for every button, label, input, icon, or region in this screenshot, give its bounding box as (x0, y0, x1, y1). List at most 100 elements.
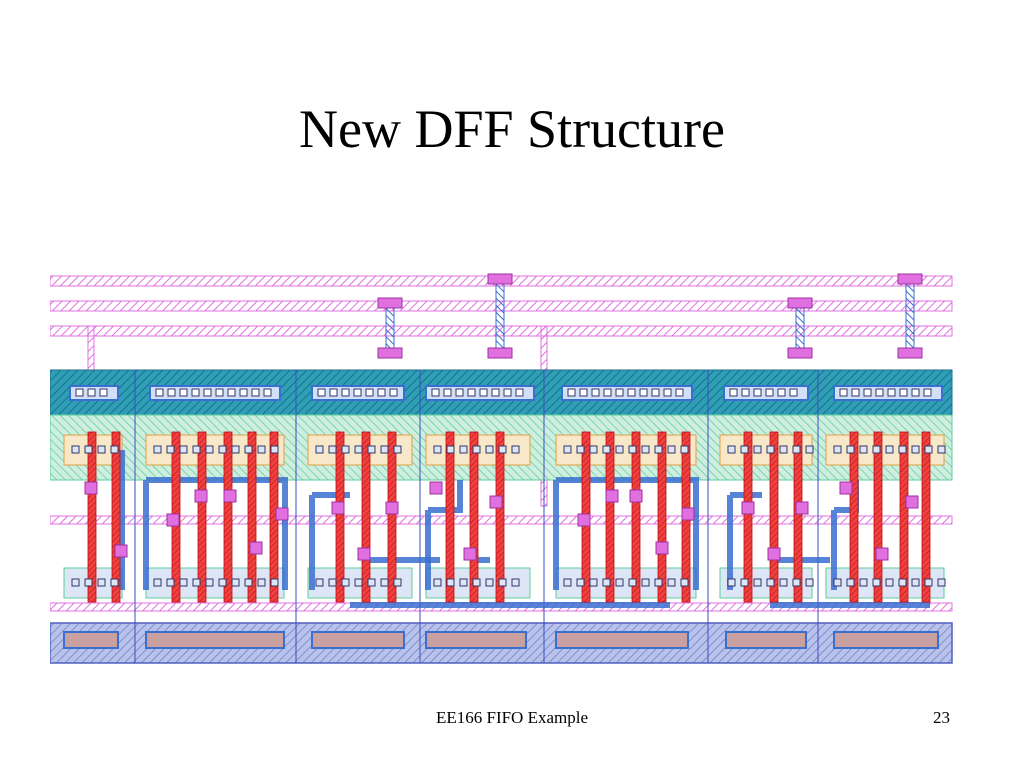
contact (315, 445, 324, 454)
contact (479, 388, 488, 397)
poly-gate (87, 431, 97, 603)
contact (433, 445, 442, 454)
contact (654, 578, 663, 587)
contact (315, 578, 324, 587)
contact (257, 578, 266, 587)
contact (244, 445, 253, 454)
contact (663, 388, 672, 397)
contact (192, 578, 201, 587)
poly-gate (387, 431, 397, 603)
poly-gate (793, 431, 803, 603)
contact (741, 388, 750, 397)
contact (389, 388, 398, 397)
contact (84, 445, 93, 454)
contact (911, 445, 920, 454)
contact (615, 388, 624, 397)
contact (498, 445, 507, 454)
contact (380, 445, 389, 454)
contact (603, 388, 612, 397)
contact (511, 445, 520, 454)
contact (863, 388, 872, 397)
contact (937, 445, 946, 454)
contact (192, 445, 201, 454)
contact (485, 445, 494, 454)
contact (777, 388, 786, 397)
poly-gate (197, 431, 207, 603)
contact (472, 578, 481, 587)
contact (641, 445, 650, 454)
contact (805, 445, 814, 454)
contact (627, 388, 636, 397)
contact (875, 388, 884, 397)
contact (615, 445, 624, 454)
contact (740, 445, 749, 454)
contact (680, 578, 689, 587)
contact (270, 445, 279, 454)
contact (179, 388, 188, 397)
contact (667, 578, 676, 587)
contact (589, 445, 598, 454)
contact (753, 578, 762, 587)
contact (651, 388, 660, 397)
contact (317, 388, 326, 397)
contact (84, 578, 93, 587)
contact (393, 578, 402, 587)
contact (887, 388, 896, 397)
contact (155, 388, 164, 397)
contact (354, 578, 363, 587)
contact (654, 445, 663, 454)
contact (779, 578, 788, 587)
contact (218, 445, 227, 454)
contact (365, 388, 374, 397)
gnd-contact-strips (63, 631, 939, 649)
poly-gate (769, 431, 779, 603)
contact (805, 578, 814, 587)
dff-layout-diagram (50, 273, 953, 664)
contact (179, 578, 188, 587)
contact (924, 445, 933, 454)
contact (729, 388, 738, 397)
contact (924, 578, 933, 587)
contact (459, 445, 468, 454)
contact (153, 578, 162, 587)
contact (628, 578, 637, 587)
contact (97, 445, 106, 454)
contact (923, 388, 932, 397)
contact (680, 445, 689, 454)
contact (71, 578, 80, 587)
contact (675, 388, 684, 397)
contact (257, 445, 266, 454)
contact (789, 388, 798, 397)
poly-gate (223, 431, 233, 603)
contact (885, 445, 894, 454)
poly-gate (469, 431, 479, 603)
contact (97, 578, 106, 587)
contact (328, 578, 337, 587)
contact (911, 388, 920, 397)
clock-taps (87, 273, 923, 507)
contact (231, 445, 240, 454)
contact (485, 578, 494, 587)
contact (498, 578, 507, 587)
contact (110, 445, 119, 454)
contact (563, 578, 572, 587)
poly-gate (605, 431, 615, 603)
contact (753, 445, 762, 454)
contact (839, 388, 848, 397)
via (487, 273, 513, 285)
contact (872, 445, 881, 454)
contact (898, 445, 907, 454)
contact (491, 388, 500, 397)
contact (859, 445, 868, 454)
contact (615, 578, 624, 587)
contact (740, 578, 749, 587)
contact (263, 388, 272, 397)
via (897, 347, 923, 359)
contact (367, 445, 376, 454)
contact (99, 388, 108, 397)
contact (341, 388, 350, 397)
contact (859, 578, 868, 587)
contact (205, 578, 214, 587)
contact (898, 578, 907, 587)
contact (377, 388, 386, 397)
